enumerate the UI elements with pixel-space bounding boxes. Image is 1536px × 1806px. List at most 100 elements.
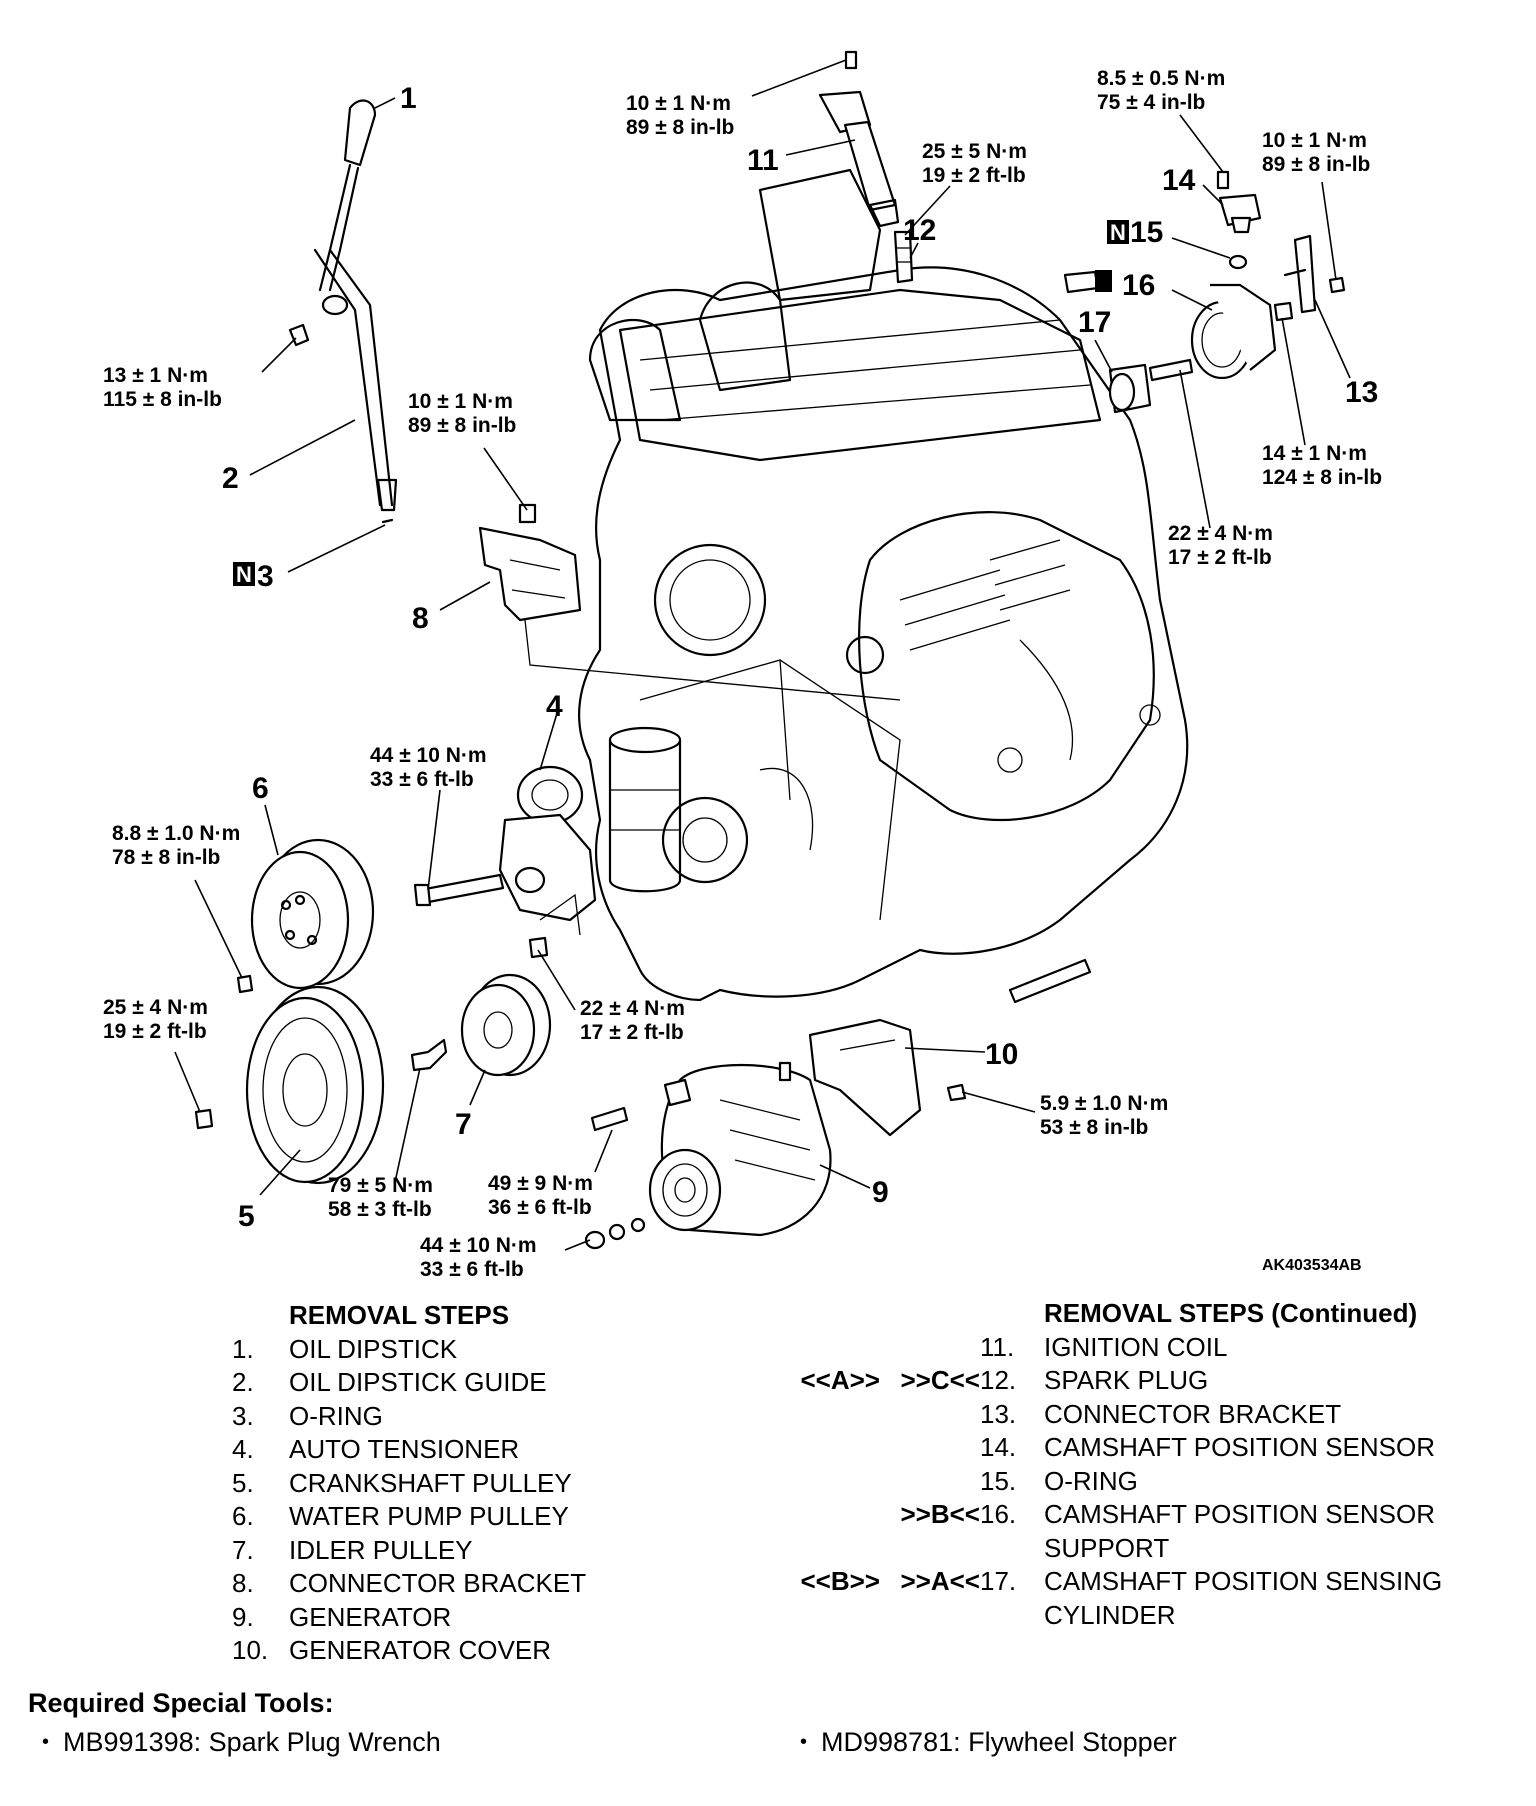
camshaft-position-sensing-cylinder (1108, 301, 1294, 414)
step-number: 16. (980, 1499, 1017, 1529)
procedure-marker-install: >>A<< (900, 1566, 980, 1596)
oil-dipstick (318, 99, 377, 292)
torque-cam-sensor-nm: 8.5 ± 0.5 N·m (1097, 67, 1225, 90)
procedure-marker-removal (780, 1498, 880, 1532)
removal-step: 1.OIL DIPSTICK (232, 1333, 586, 1367)
dipstick-o-ring (381, 518, 394, 524)
step-label: SPARK PLUG (1044, 1365, 1209, 1395)
torque-connector-bracket-in: 89 ± 8 in-lb (408, 414, 516, 437)
step-number: 14. (980, 1432, 1017, 1462)
bullet-icon: • (42, 1731, 50, 1753)
callout-11: 11 (747, 144, 779, 177)
torque-crank-pulley-ft: 19 ± 2 ft-lb (103, 1020, 207, 1043)
removal-step: 5.CRANKSHAFT PULLEY (232, 1467, 586, 1501)
new-part-marker-3 (233, 562, 255, 586)
torque-water-pump-nm: 8.8 ± 1.0 N·m (112, 822, 240, 845)
step-label: O-RING (1044, 1465, 1138, 1496)
torque-crank-pulley-nm: 25 ± 4 N·m (103, 996, 208, 1019)
step-label: O-RING (289, 1400, 383, 1431)
step-label: IDLER PULLEY (289, 1534, 473, 1565)
callout-10: 10 (985, 1038, 1018, 1071)
removal-step: 4. AUTO TENSIONER (232, 1433, 586, 1467)
removal-step: 2.OIL DIPSTICK GUIDE (232, 1366, 586, 1400)
step-number: 13. (980, 1398, 1017, 1429)
removal-step: 10.GENERATOR COVER (232, 1634, 586, 1668)
procedure-marker-removal (780, 1431, 880, 1465)
step-number: 15. (980, 1465, 1017, 1496)
step-label: GENERATOR (289, 1601, 452, 1632)
torque-sensor-support-nm: 14 ± 1 N·m (1262, 442, 1367, 465)
removal-steps-list: REMOVAL STEPS 1.OIL DIPSTICK 2.OIL DIPST… (232, 1299, 586, 1668)
callout-7: 7 (455, 1108, 472, 1141)
callout-12: 12 (903, 214, 936, 247)
step-number: 2. (232, 1367, 254, 1397)
torque-sensor-support-in: 124 ± 8 in-lb (1262, 466, 1382, 489)
step-label: AUTO TENSIONER (289, 1434, 520, 1464)
new-part-letter-3: N (236, 562, 252, 587)
callout-1: 1 (400, 82, 417, 115)
torque-tensioner-lower-ft: 17 ± 2 ft-lb (580, 1021, 684, 1044)
step-label: CAMSHAFT POSITION SENSOR (1044, 1432, 1436, 1462)
torque-generator-nut-nm: 44 ± 10 N·m (420, 1234, 537, 1257)
sensor-o-ring (1228, 254, 1248, 270)
torque-bracket-13-nm: 10 ± 1 N·m (1262, 129, 1367, 152)
removal-step: >>B<<16.CAMSHAFT POSITION SENSOR (780, 1498, 1442, 1532)
torque-idler-nm: 79 ± 5 N·m (328, 1174, 433, 1197)
special-tool-label: MB991398: Spark Plug Wrench (63, 1727, 441, 1757)
step-number: 7. (232, 1534, 254, 1565)
removal-step: 7. IDLER PULLEY (232, 1534, 586, 1568)
torque-ignition-coil-in: 89 ± 8 in-lb (626, 116, 734, 139)
procedure-marker-install (880, 1431, 980, 1465)
torque-spark-plug-nm: 25 ± 5 N·m (922, 140, 1027, 163)
procedure-marker-install (880, 1331, 980, 1365)
step-number: 4. (232, 1434, 254, 1464)
procedure-marker-removal (780, 1331, 880, 1365)
step-label: IGNITION COIL (1044, 1331, 1228, 1362)
removal-step: 14. CAMSHAFT POSITION SENSOR (780, 1431, 1442, 1465)
callout-15: 15 (1130, 216, 1163, 249)
special-tool-item: • MD998781: Flywheel Stopper (800, 1727, 1177, 1758)
torque-cam-sensor-in: 75 ± 4 in-lb (1097, 91, 1205, 114)
step-label: CONNECTOR BRACKET (1044, 1398, 1342, 1429)
removal-steps-heading: REMOVAL STEPS (289, 1300, 510, 1330)
removal-step-continuation: SUPPORT (1044, 1532, 1170, 1563)
torque-generator-cover-nm: 5.9 ± 1.0 N·m (1040, 1092, 1168, 1115)
torque-idler-ft: 58 ± 3 ft-lb (328, 1198, 432, 1221)
torque-ignition-coil-nm: 10 ± 1 N·m (626, 92, 731, 115)
removal-steps-continued-list: REMOVAL STEPS (Continued) 11.IGNITION CO… (780, 1297, 1442, 1632)
torque-tensioner-nm: 44 ± 10 N·m (370, 744, 487, 767)
torque-generator-bolt-ft: 36 ± 6 ft-lb (488, 1196, 592, 1219)
torque-tensioner-ft: 33 ± 6 ft-lb (370, 768, 474, 791)
water-pump-pulley (236, 838, 375, 994)
removal-steps-continued-heading: REMOVAL STEPS (Continued) (1044, 1298, 1418, 1328)
callout-17: 17 (1078, 306, 1111, 339)
removal-step: 8.CONNECTOR BRACKET (232, 1567, 586, 1601)
torque-bracket-13-in: 89 ± 8 in-lb (1262, 153, 1370, 176)
torque-dipstick-bolt-nm: 13 ± 1 N·m (103, 364, 208, 387)
removal-step: 13. CONNECTOR BRACKET (780, 1398, 1442, 1432)
crankshaft-pulley (194, 985, 385, 1185)
procedure-marker-removal (780, 1465, 880, 1499)
step-label: CAMSHAFT POSITION SENSING (1044, 1566, 1443, 1596)
procedure-marker-install (880, 1465, 980, 1499)
engine-block (578, 168, 1189, 1002)
step-label: GENERATOR COVER (289, 1635, 551, 1665)
step-label: CRANKSHAFT PULLEY (289, 1467, 572, 1498)
callout-14: 14 (1162, 164, 1196, 197)
special-tool-item: • MB991398: Spark Plug Wrench (42, 1727, 441, 1758)
removal-step: <<A>>>>C<<12.SPARK PLUG (780, 1364, 1442, 1398)
exploded-engine-diagram: 1 2 N 3 4 5 6 7 8 9 10 11 12 13 14 N 15 … (103, 50, 1382, 1281)
torque-water-pump-in: 78 ± 8 in-lb (112, 846, 220, 869)
torque-tensioner-lower-nm: 22 ± 4 N·m (580, 997, 685, 1020)
new-part-letter-15: N (1110, 220, 1126, 245)
torque-generator-nut-ft: 33 ± 6 ft-lb (420, 1258, 524, 1281)
removal-step: <<B>>>>A<<17.CAMSHAFT POSITION SENSING (780, 1565, 1442, 1599)
callout-numbers: 1 2 N 3 4 5 6 7 8 9 10 11 12 13 14 N 15 … (222, 82, 1378, 1233)
generator (584, 1061, 832, 1250)
step-number: 12. (980, 1365, 1017, 1395)
step-number: 9. (232, 1601, 254, 1632)
torque-connector-bracket-nm: 10 ± 1 N·m (408, 390, 513, 413)
callout-9: 9 (872, 1176, 889, 1209)
removal-step: 6.WATER PUMP PULLEY (232, 1500, 586, 1534)
auto-tensioner (413, 765, 597, 959)
